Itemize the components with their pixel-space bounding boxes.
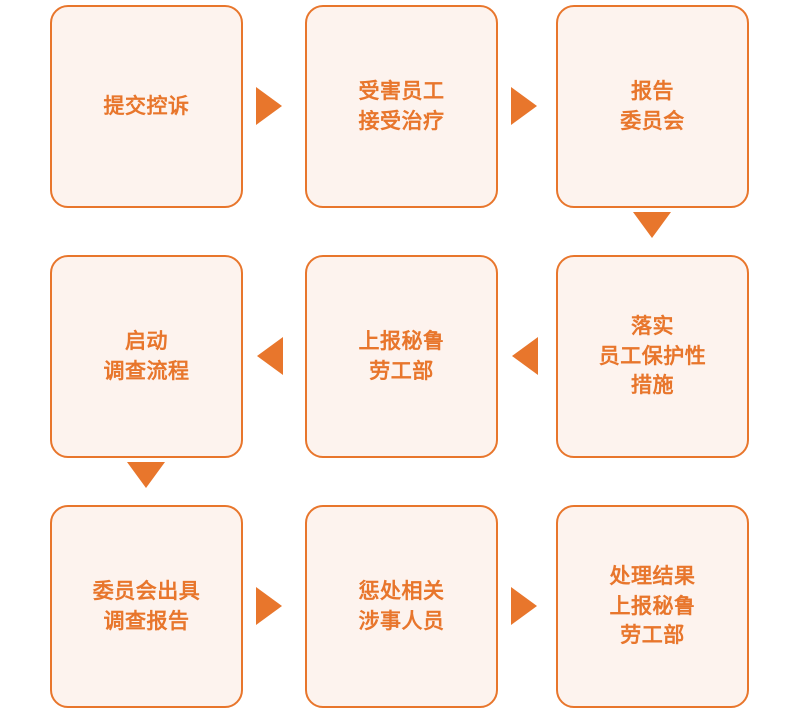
flow-node-submit-complaint[interactable]: 提交控诉 (50, 5, 243, 208)
flow-node-report-committee[interactable]: 报告 委员会 (556, 5, 749, 208)
flow-node-label: 委员会出具 调查报告 (92, 579, 201, 633)
flow-node-punish-responsible-parties[interactable]: 惩处相关 涉事人员 (305, 505, 498, 708)
arrow-left-icon (512, 337, 538, 375)
flow-node-label: 惩处相关 涉事人员 (358, 579, 445, 633)
arrow-right-icon (511, 87, 537, 125)
flow-node-label: 处理结果 上报秘鲁 劳工部 (609, 564, 696, 648)
flow-node-victim-treatment[interactable]: 受害员工 接受治疗 (305, 5, 498, 208)
flow-node-implement-protection-measures[interactable]: 落实 员工保护性 措施 (556, 255, 749, 458)
flow-node-label: 上报秘鲁 劳工部 (358, 329, 445, 383)
arrow-right-icon (256, 587, 282, 625)
flow-node-label: 受害员工 接受治疗 (358, 79, 445, 133)
arrow-down-icon (127, 462, 165, 488)
arrow-right-icon (511, 587, 537, 625)
flow-node-committee-investigation-report[interactable]: 委员会出具 调查报告 (50, 505, 243, 708)
arrow-down-icon (633, 212, 671, 238)
flow-node-label: 启动 调查流程 (103, 329, 190, 383)
flow-node-report-result-peru-labor-ministry[interactable]: 处理结果 上报秘鲁 劳工部 (556, 505, 749, 708)
flow-node-start-investigation[interactable]: 启动 调查流程 (50, 255, 243, 458)
flow-node-label: 提交控诉 (103, 94, 190, 118)
arrow-left-icon (257, 337, 283, 375)
arrow-right-icon (256, 87, 282, 125)
flow-node-report-peru-labor-ministry[interactable]: 上报秘鲁 劳工部 (305, 255, 498, 458)
flow-node-label: 落实 员工保护性 措施 (598, 314, 707, 398)
flow-node-label: 报告 委员会 (620, 79, 685, 133)
